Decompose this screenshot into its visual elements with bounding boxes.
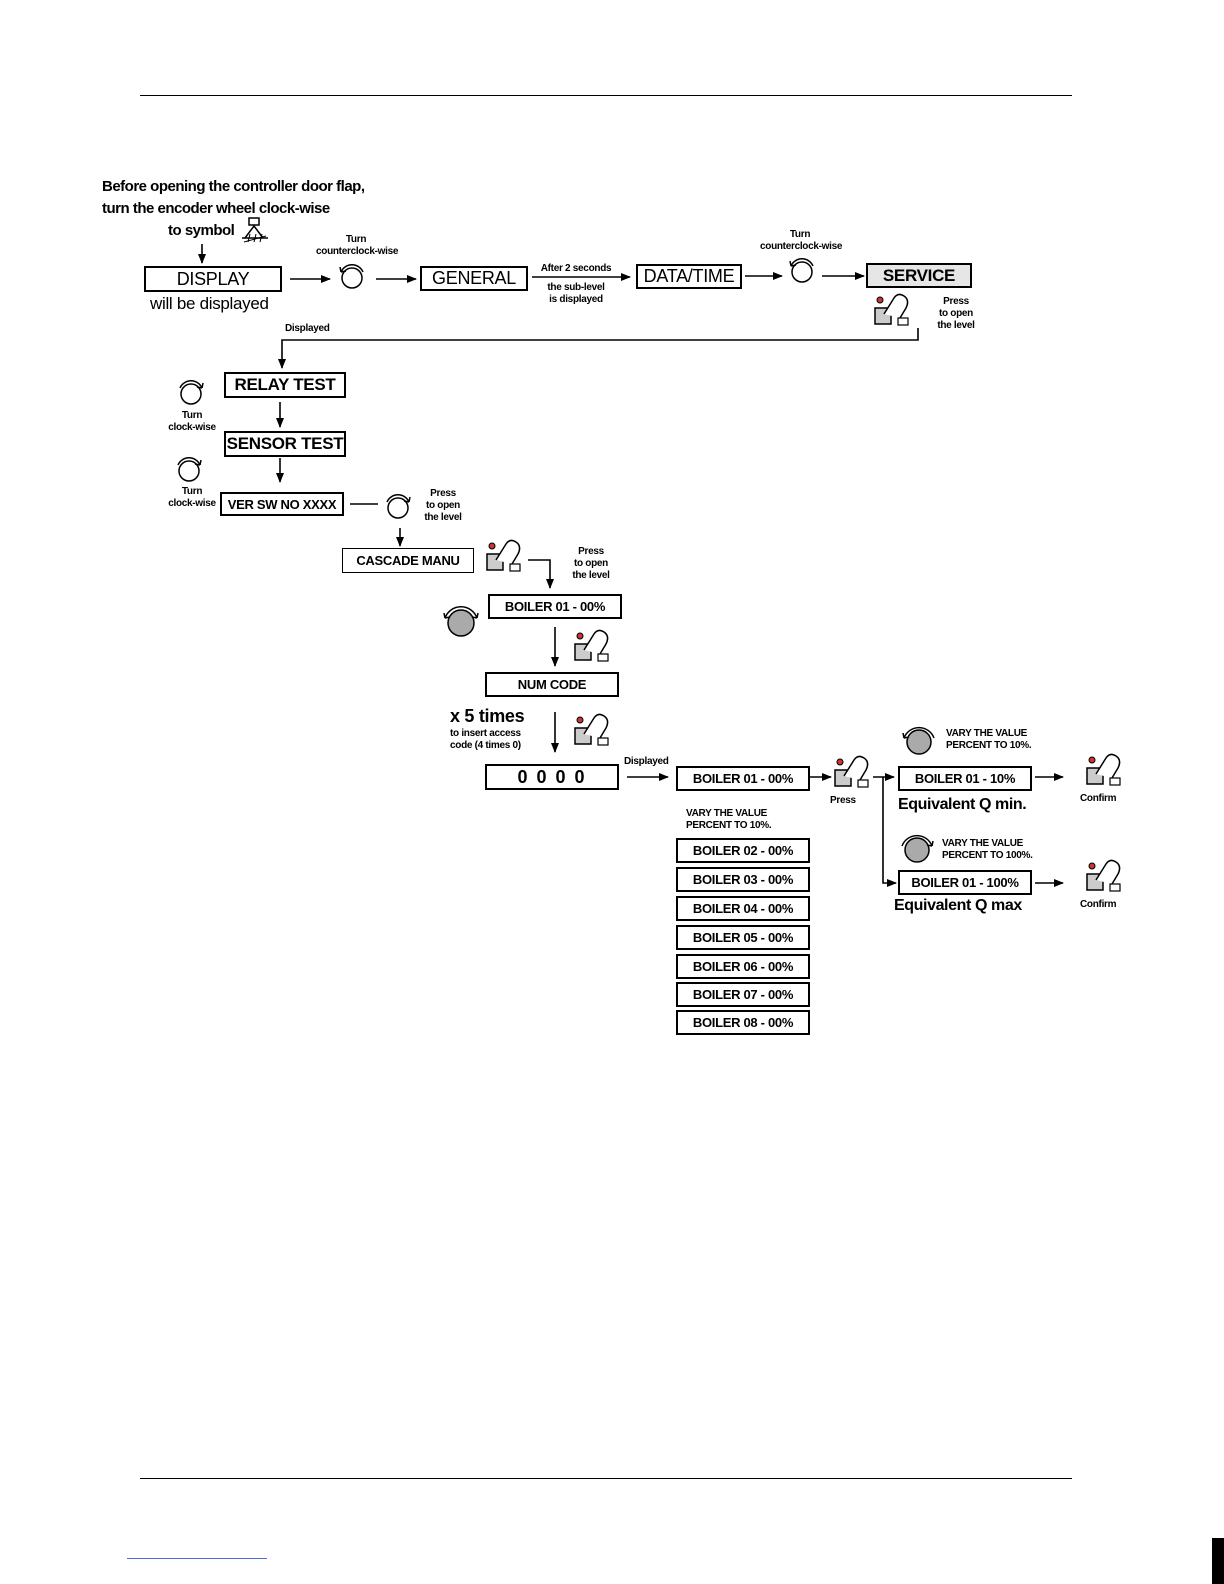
confirm-label-1: Confirm (1080, 793, 1117, 804)
service-symbol-icon (242, 217, 268, 243)
rotary-knob-icon (179, 380, 204, 405)
page-edge-mark (1212, 1538, 1224, 1584)
press-button-hand-icon (1086, 753, 1121, 786)
boiler-list-item: BOILER 02 - 00% (676, 838, 810, 863)
footer-link-underline (127, 1558, 267, 1559)
header-rule (140, 95, 1072, 96)
service-box: SERVICE (866, 263, 972, 288)
displayed-label-1: Displayed (285, 323, 330, 334)
x5-times-title: x 5 times (450, 706, 525, 726)
rotary-knob-icon (339, 264, 364, 289)
boiler-01-10-box: BOILER 01 - 10% (898, 766, 1032, 791)
display-box: DISPLAY (144, 266, 282, 292)
rotary-knob-icon (902, 726, 935, 755)
rotary-knob-icon (386, 494, 411, 519)
boiler-01-00-box: BOILER 01 - 00% (488, 594, 622, 619)
confirm-label-2: Confirm (1080, 899, 1117, 910)
boiler-list-item: BOILER 05 - 00% (676, 925, 810, 950)
boiler-list-item: BOILER 03 - 00% (676, 867, 810, 892)
boiler-list-item: BOILER 06 - 00% (676, 954, 810, 979)
relay-test-box: RELAY TEST (224, 372, 346, 398)
after-2-seconds-label: After 2 seconds (540, 263, 612, 274)
displayed-label-2: Displayed (624, 756, 669, 767)
rotary-knob-icon (443, 606, 479, 637)
ver-sw-box: VER SW NO XXXX (220, 492, 344, 516)
equivalent-q-max: Equivalent Q max (894, 897, 1022, 914)
press-button-hand-icon (834, 755, 869, 788)
cascade-manu-box: CASCADE MANU (342, 548, 474, 573)
general-box: GENERAL (420, 266, 528, 291)
footer-rule (140, 1478, 1072, 1479)
equivalent-q-min: Equivalent Q min. (898, 796, 1027, 813)
num-code-box: NUM CODE (485, 672, 619, 697)
press-label: Press (830, 795, 856, 806)
press-button-hand-icon (1086, 859, 1121, 892)
press-button-hand-icon (574, 713, 609, 746)
boiler-list-item: BOILER 04 - 00% (676, 896, 810, 921)
boiler-list-item: BOILER 07 - 00% (676, 982, 810, 1007)
press-button-hand-icon (486, 539, 521, 572)
rotary-knob-icon (789, 258, 814, 283)
rotary-knob-icon (901, 834, 934, 863)
rotary-knob-icon (177, 457, 202, 482)
intro-line-2: turn the encoder wheel clock-wise (102, 200, 330, 217)
intro-line-1: Before opening the controller door flap, (102, 178, 365, 195)
boiler-01-100-box: BOILER 01 - 100% (898, 870, 1032, 895)
access-code-box: 0 0 0 0 (485, 764, 619, 790)
sensor-test-box: SENSOR TEST (224, 431, 346, 457)
display-caption: will be displayed (150, 294, 269, 313)
press-button-hand-icon (874, 293, 909, 326)
datatime-box: DATA/TIME (636, 264, 742, 289)
intro-line-3: to symbol (168, 222, 235, 239)
press-button-hand-icon (574, 629, 609, 662)
boiler-list-item: BOILER 08 - 00% (676, 1010, 810, 1035)
boiler-01-00-box-2: BOILER 01 - 00% (676, 766, 810, 791)
